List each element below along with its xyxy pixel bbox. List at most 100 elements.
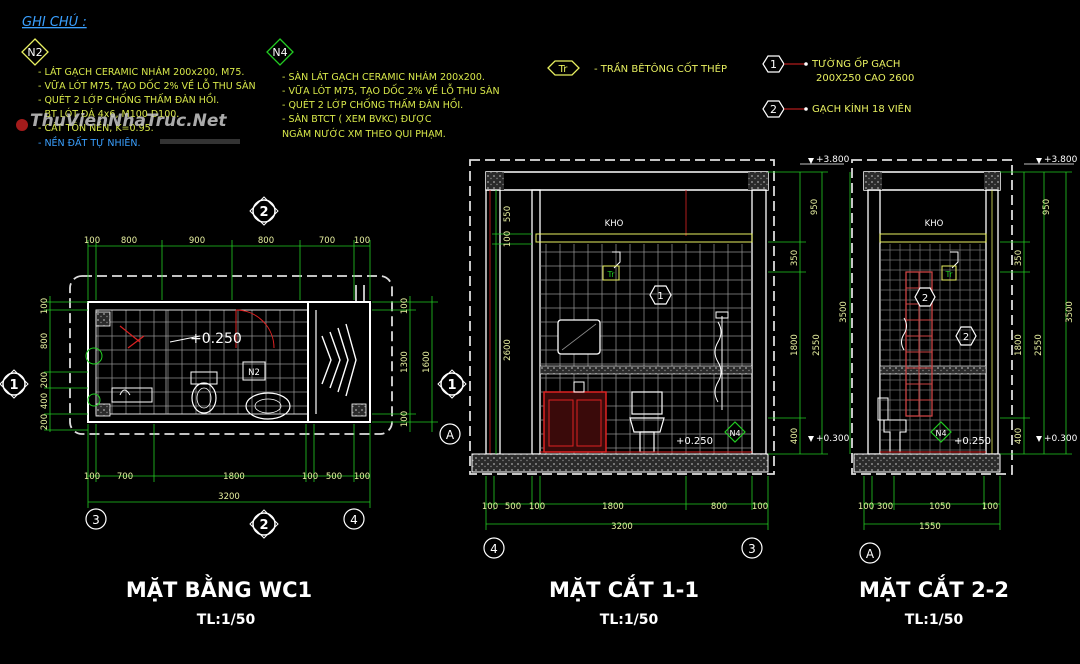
s11-right-dim-5: 2550 — [812, 334, 822, 356]
s11-scale: TL:1/50 — [600, 612, 659, 628]
plan-bot-dim-5: 500 — [326, 472, 342, 482]
plan-bot-total: 3200 — [218, 492, 240, 502]
s11-bot-dim-6: 100 — [752, 502, 768, 512]
plan-left-dim-5: 200 — [40, 414, 50, 430]
s11-right-dim-1: 950 — [810, 199, 820, 215]
s11-level-top-text: +3.800 — [816, 155, 850, 165]
s22-bot-dim-1: 100 — [858, 502, 874, 512]
n4-lines: - SÀN LÁT GẠCH CERAMIC NHÁM 200x200. - V… — [282, 71, 500, 140]
plan-axis-right-text: 1 — [447, 378, 456, 393]
s22-axis-left: A — [859, 542, 881, 564]
watermark-text: ThuVienNhaTruc.Net — [30, 111, 227, 131]
plan-right-dim-1: 100 — [400, 298, 410, 314]
s22-bot-total: 1550 — [919, 522, 941, 532]
s22-ceiling-tag: Tr — [945, 270, 954, 279]
legend-1-line1: TƯỜNG ỐP GẠCH — [811, 56, 900, 70]
s22-floor-tag: N4 — [935, 429, 946, 438]
s11-bot-dim-3: 100 — [529, 502, 545, 512]
plan-left-dim-4: 400 — [40, 393, 50, 409]
n2-line-5: - CÁT TÔN NỀN, K=0.95. — [38, 121, 154, 134]
plan-top-dim-1: 100 — [84, 236, 100, 246]
legend-1-line2: 200X250 CAO 2600 — [816, 73, 914, 84]
s22-bot-dim-4: 100 — [982, 502, 998, 512]
plan-bot-dim-3: 1800 — [223, 472, 245, 482]
n2-line-6: - NỀN ĐẤT TỰ NHIÊN. — [38, 136, 141, 149]
plan-level: +0.250 — [190, 331, 242, 347]
legend-2-tag: 2 — [770, 103, 777, 116]
s22-right-dim-2: 350 — [1014, 250, 1024, 266]
plan-right-dim-4: 100 — [400, 411, 410, 427]
s11-wc-level: +0.250 — [676, 436, 713, 447]
plan-right-dim-3: 1600 — [422, 351, 432, 373]
legend-2-text: GẠCH KÍNH 18 VIÊN — [812, 102, 911, 115]
n2-line-3: - QUÉT 2 LỚP CHỐNG THẤM ĐÀN HỒI. — [38, 93, 219, 106]
plan-axis-left: 1 — [0, 369, 29, 399]
s11-right-dim-3: 1800 — [790, 334, 800, 356]
s22-scale: TL:1/50 — [905, 612, 964, 628]
tr-text: - TRẦN BÊTÔNG CỐT THÉP — [594, 61, 727, 75]
s22-bot-dim-2: 300 — [877, 502, 893, 512]
s22-level-floor: +0.300 — [1036, 434, 1078, 444]
plan-right-dim-2: 1300 — [400, 351, 410, 373]
s22-right-dim-6: 3500 — [1065, 301, 1075, 323]
s11-right-dim-6: 3500 — [839, 301, 849, 323]
section-2-2: KHO Tr 2 2 — [851, 155, 1078, 628]
plan-left-dim-1: 100 — [40, 298, 50, 314]
plan-top-dim-6: 100 — [354, 236, 370, 246]
s11-floor-tag: N4 — [729, 429, 740, 438]
section-1-1: KHO Tr 1 N4 +0.250 — [469, 155, 851, 628]
notes-block: GHI CHÚ : N2 - LÁT GẠCH CERAMIC NHÁM 200… — [16, 14, 914, 149]
legend-2: 2 GẠCH KÍNH 18 VIÊN — [762, 100, 911, 118]
n4-line-2: - VỮA LÓT M75, TẠO DỐC 2% VỀ LỖ THU SÀN — [282, 84, 500, 97]
s22-title: MẶT CẮT 2-2 — [859, 574, 1009, 602]
n4-line-1: - SÀN LÁT GẠCH CERAMIC NHÁM 200x200. — [282, 71, 485, 83]
n2-lines: - LÁT GẠCH CERAMIC NHÁM 200x200, M75. - … — [38, 66, 256, 149]
n2-line-4: - BT LÓT ĐÁ 4x6, M100 D100. — [38, 108, 179, 120]
tr-tag-text: Tr — [558, 64, 569, 75]
plan-floor-tag: N2 — [248, 368, 260, 378]
plan-left-dim-2: 800 — [40, 333, 50, 349]
plan-grid-4: 4 — [343, 508, 365, 530]
plan-grid-3: 3 — [85, 508, 107, 530]
s11-bot-total: 3200 — [611, 522, 633, 532]
plan-axis-bottom-text: 2 — [259, 518, 268, 533]
legend-1: 1 TƯỜNG ỐP GẠCH 200X250 CAO 2600 — [762, 55, 914, 84]
s11-axis-right-text: 3 — [748, 542, 756, 556]
n2-tag: N2 — [21, 38, 49, 66]
s11-level-floor: +0.300 — [808, 434, 850, 444]
s22-right-dim-3: 1800 — [1014, 334, 1024, 356]
plan-grid-4-text: 4 — [350, 513, 358, 527]
s11-right-dim-4: 400 — [790, 428, 800, 444]
s11-axis-left: 4 — [483, 537, 505, 559]
plan-axis-left-text: 1 — [9, 378, 18, 393]
legend-1-tag: 1 — [770, 58, 777, 71]
n4-line-3: - QUÉT 2 LỚP CHỐNG THẤM ĐÀN HỒI. — [282, 98, 463, 111]
n4-tag: N4 — [266, 38, 294, 66]
s22-wc-level: +0.250 — [954, 436, 991, 447]
watermark: ThuVienNhaTruc.Net — [16, 111, 240, 144]
s11-ceiling-tag: Tr — [607, 270, 616, 279]
plan-scale: TL:1/50 — [197, 612, 256, 628]
plan-axis-right: 1 — [437, 369, 467, 399]
s11-left-dim-2: 100 — [503, 231, 513, 247]
s11-wall-tag: 1 — [657, 291, 663, 302]
plan-top-dim-4: 800 — [258, 236, 274, 246]
s22-wall-tag-a: 2 — [922, 293, 928, 304]
s11-level-top: +3.800 — [800, 155, 850, 165]
plan-top-dim-5: 700 — [319, 236, 335, 246]
s11-room-label: KHO — [605, 219, 624, 229]
s11-axis-left-text: 4 — [490, 542, 498, 556]
plan-axis-top: 2 — [249, 196, 279, 226]
s11-level-floor-text: +0.300 — [816, 434, 850, 444]
s22-room-label: KHO — [925, 219, 944, 229]
plan-view: +0.250 N2 100 800 900 800 700 100 — [0, 196, 467, 628]
n2-tag-text: N2 — [27, 46, 42, 59]
n4-line-4: - SÀN BTCT ( XEM BVKC) ĐƯỢC — [282, 113, 432, 125]
notes-heading: GHI CHÚ : — [22, 14, 87, 30]
s22-bot-dim-3: 1050 — [929, 502, 951, 512]
s22-level-top: +3.800 — [1024, 155, 1078, 165]
s22-level-top-text: +3.800 — [1044, 155, 1078, 165]
n4-line-5: NGÂM NƯỚC XM THEO QUI PHẠM. — [282, 128, 446, 140]
plan-grid-a: A — [439, 423, 461, 445]
s22-level-floor-text: +0.300 — [1044, 434, 1078, 444]
